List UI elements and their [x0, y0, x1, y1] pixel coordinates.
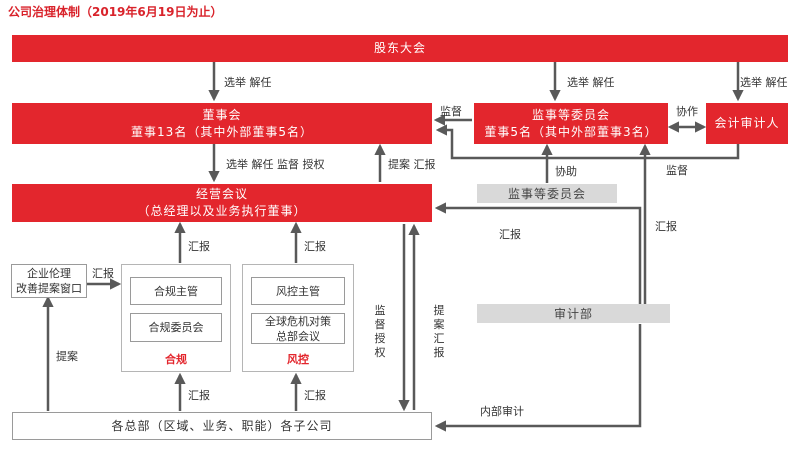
report-label-office: 汇报 [499, 228, 521, 241]
board-to-management-label: 选举 解任 监督 授权 [226, 158, 325, 171]
page-title: 公司治理体制（2019年6月19日为止） [8, 5, 223, 19]
report-label-compliance: 汇报 [188, 240, 210, 253]
risk-meeting-line2: 总部会议 [276, 329, 320, 343]
compliance-manager-label: 合规主管 [154, 284, 198, 298]
shareholders-meeting-label: 股东大会 [373, 41, 426, 55]
proposal-report-label-divisions: 提案汇报 [433, 304, 445, 359]
elect-dismiss-label-committee: 选举 解任 [567, 76, 615, 89]
cooperate-label: 协作 [676, 105, 698, 118]
proposal-label-ethics: 提案 [56, 350, 78, 363]
report-label-ethics: 汇报 [92, 267, 114, 280]
audit-committee-box: 监事等委员会 董事5名（其中外部董事3名） [474, 103, 668, 144]
report-label-divisions-risk: 汇报 [304, 389, 326, 402]
board-title: 董事会 [202, 107, 242, 122]
risk-meeting-line1: 全球危机对策 [265, 314, 331, 328]
compliance-committee-label: 合规委员会 [148, 321, 204, 334]
risk-manager-box: 风控主管 [251, 277, 345, 305]
supervise-authorize-label: 监督授权 [374, 304, 386, 359]
management-meeting-subtitle: （总经理以及业务执行董事） [137, 204, 307, 218]
board-of-directors-box: 董事会 董事13名（其中外部董事5名） [12, 103, 432, 144]
global-crisis-meeting-box: 全球危机对策 总部会议 [251, 313, 345, 344]
audit-committee-subtitle: 董事5名（其中外部董事3名） [484, 124, 658, 139]
internal-audit-label: 内部审计 [480, 405, 524, 418]
audit-department-label: 审计部 [553, 307, 593, 321]
risk-group-label: 风控 [287, 353, 309, 366]
ethics-proposal-window-box: 企业伦理 改善提案窗口 [11, 264, 87, 298]
report-label-risk: 汇报 [304, 240, 326, 253]
compliance-committee-box: 合规委员会 [130, 313, 222, 342]
audit-committee-title: 监事等委员会 [531, 107, 610, 122]
ethics-window-line2: 改善提案窗口 [16, 282, 82, 295]
management-meeting-title: 经营会议 [195, 187, 248, 201]
audit-department-box: 审计部 [477, 304, 670, 323]
risk-manager-label: 风控主管 [276, 284, 320, 298]
supervise-label-committee: 监督 [440, 105, 462, 118]
compliance-group-label: 合规 [165, 353, 187, 366]
audit-committee-office-box: 监事等委员会 [477, 184, 617, 203]
elect-dismiss-label-auditor: 选举 解任 [740, 76, 788, 89]
shareholders-meeting-box: 股东大会 [12, 35, 788, 62]
elect-dismiss-label-board: 选举 解任 [224, 76, 272, 89]
assist-label: 协助 [555, 165, 577, 178]
accounting-auditor-box: 会计审计人 [706, 103, 788, 144]
divisions-subsidiaries-box: 各总部（区域、业务、职能）各子公司 [12, 412, 432, 440]
compliance-manager-box: 合规主管 [130, 277, 222, 305]
accounting-auditor-label: 会计审计人 [714, 116, 780, 130]
audit-committee-office-label: 监事等委员会 [507, 187, 586, 201]
supervise-label-auditor: 监督 [666, 164, 688, 177]
board-subtitle: 董事13名（其中外部董事5名） [131, 124, 313, 139]
divisions-subsidiaries-label: 各总部（区域、业务、职能）各子公司 [111, 418, 333, 433]
management-meeting-box: 经营会议 （总经理以及业务执行董事） [12, 184, 432, 222]
report-label-audit-committee: 汇报 [655, 220, 677, 233]
proposal-report-label-board: 提案 汇报 [388, 158, 436, 171]
report-label-divisions-compliance: 汇报 [188, 389, 210, 402]
ethics-window-line1: 企业伦理 [27, 267, 71, 280]
